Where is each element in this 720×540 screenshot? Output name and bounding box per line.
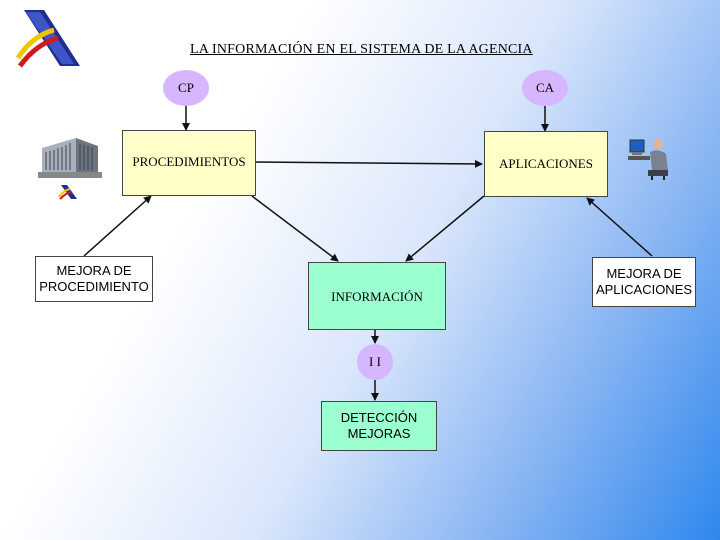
arrow-proc-info — [251, 195, 339, 262]
mejora-procedimiento-line-1: MEJORA DE — [56, 263, 132, 279]
small-agency-logo-icon — [58, 185, 77, 200]
office-building-icon — [38, 138, 102, 178]
agency-logo-icon — [15, 10, 80, 68]
node-cp: CP — [163, 70, 209, 106]
node-mejora-procedimiento: MEJORA DE PROCEDIMIENTO — [35, 256, 153, 302]
node-procedimientos: PROCEDIMIENTOS — [122, 130, 256, 196]
node-informacion: INFORMACIÓN — [308, 262, 446, 330]
mejora-procedimiento-line-2: PROCEDIMIENTO — [39, 279, 149, 294]
arrow-mejproc-proc — [83, 195, 152, 257]
arrow-mejapli-apli — [586, 197, 653, 257]
node-mejora-aplicaciones: MEJORA DE APLICACIONES — [592, 257, 696, 307]
node-ii: I I — [357, 344, 393, 380]
deteccion-line-2: MEJORAS — [347, 426, 411, 441]
deteccion-line-1: DETECCIÓN — [340, 410, 418, 426]
node-aplicaciones-label: APLICACIONES — [499, 156, 593, 172]
computer-user-icon — [628, 139, 668, 180]
arrow-proc-apli — [246, 157, 483, 168]
node-ca: CA — [522, 70, 568, 106]
node-aplicaciones: APLICACIONES — [484, 131, 608, 197]
arrow-apli-info — [405, 195, 485, 262]
node-procedimientos-label: PROCEDIMIENTOS — [132, 154, 246, 169]
node-informacion-label: INFORMACIÓN — [331, 289, 423, 305]
node-deteccion: DETECCIÓN MEJORAS — [321, 401, 437, 451]
mejora-aplicaciones-line-1: MEJORA DE — [606, 266, 682, 282]
mejora-aplicaciones-line-2: APLICACIONES — [595, 282, 693, 297]
page-title: LA INFORMACIÓN EN EL SISTEMA DE LA AGENC… — [190, 42, 533, 57]
